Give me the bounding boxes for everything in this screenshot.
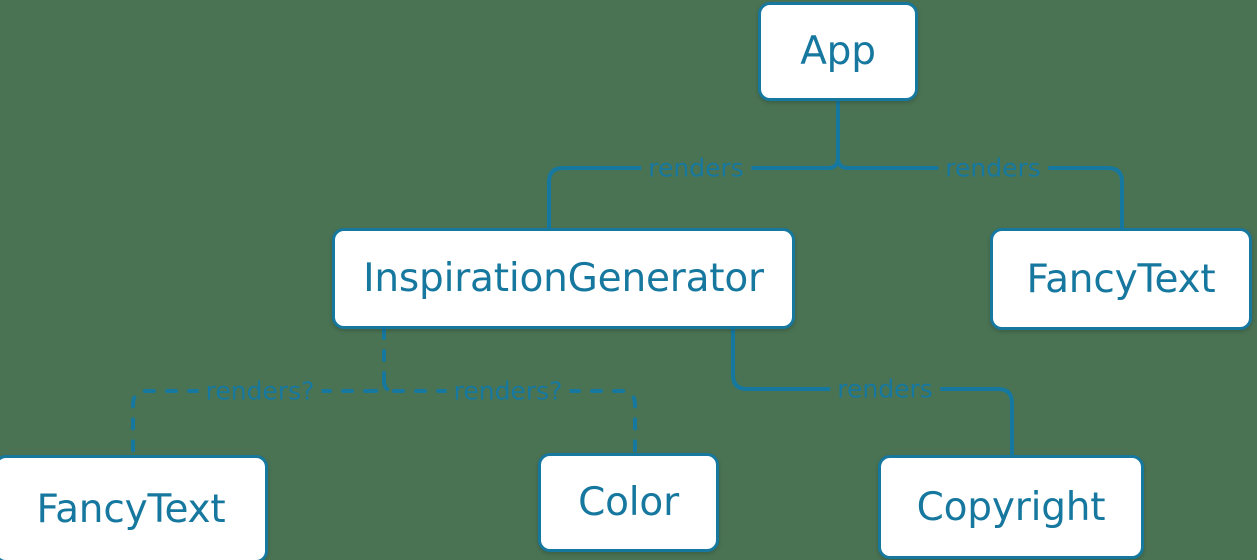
edge-label-inspirationgenerator-to-copyright: renders bbox=[830, 376, 940, 402]
node-inspirationgenerator[interactable]: InspirationGenerator bbox=[332, 228, 795, 329]
node-fancytext-right[interactable]: FancyText bbox=[990, 228, 1252, 330]
node-color-label: Color bbox=[578, 480, 679, 525]
node-copyright-label: Copyright bbox=[916, 484, 1106, 530]
node-copyright[interactable]: Copyright bbox=[878, 455, 1144, 559]
node-inspirationgenerator-label: InspirationGenerator bbox=[363, 256, 764, 301]
edge-label-inspirationgenerator-to-fancytext-left: renders? bbox=[198, 378, 322, 404]
edge-label-inspirationgenerator-to-color: renders? bbox=[446, 378, 570, 404]
edge-inspirationgenerator-to-fancytext-left bbox=[131, 389, 376, 457]
node-fancytext-left[interactable]: FancyText bbox=[0, 455, 268, 560]
edge-inspirationgenerator-to-color bbox=[392, 389, 637, 455]
node-color[interactable]: Color bbox=[538, 453, 719, 552]
edge-app-to-fancytext-right bbox=[846, 166, 1124, 230]
node-fancytext-left-label: FancyText bbox=[36, 486, 226, 532]
node-fancytext-right-label: FancyText bbox=[1026, 256, 1216, 302]
node-app-label: App bbox=[800, 29, 876, 74]
edge-app-to-inspirationgenerator bbox=[547, 166, 830, 230]
edge-label-app-to-fancytext-right: renders bbox=[938, 155, 1048, 181]
edge-app-trunk-left bbox=[826, 156, 840, 170]
node-app[interactable]: App bbox=[758, 2, 918, 101]
edge-inspirationgenerator-dashed-trunk-right bbox=[382, 379, 396, 393]
edge-label-app-to-inspirationgenerator: renders bbox=[641, 155, 751, 181]
